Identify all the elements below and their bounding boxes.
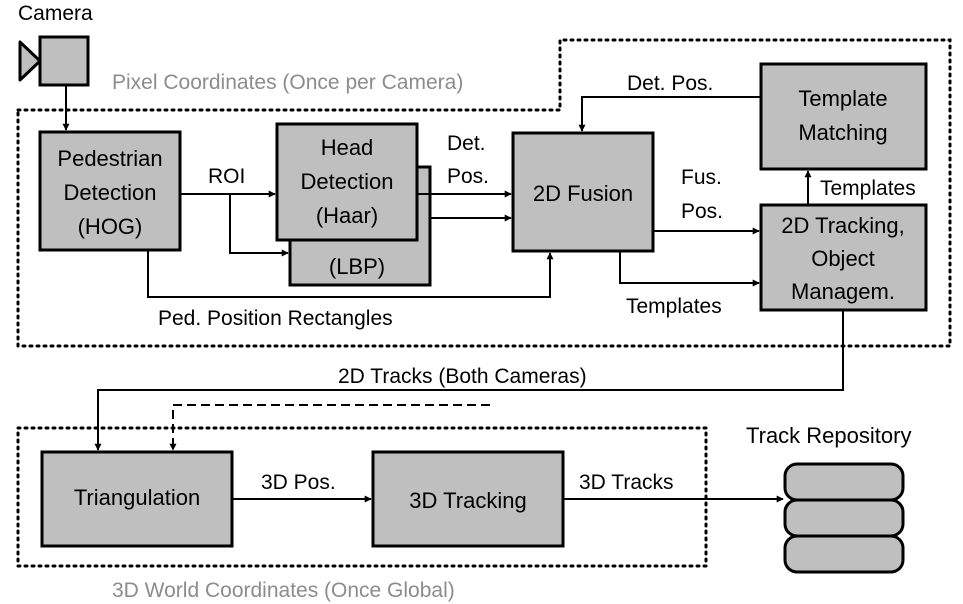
fus-pos-label-2: Pos. [681, 200, 723, 223]
templates-lower-label: Templates [626, 295, 722, 318]
database-icon [783, 462, 905, 574]
pos-3d-label: 3D Pos. [261, 471, 336, 494]
arrow-tracks2d-to-triangulation [94, 310, 844, 451]
head-label-2: Detection [301, 169, 394, 194]
roi-label: ROI [208, 165, 245, 188]
lbp-label: (LBP) [329, 254, 385, 279]
ped-position-label: Ped. Position Rectangles [158, 307, 393, 330]
template-matching-box [759, 62, 928, 171]
triangulation-label: Triangulation [74, 485, 200, 510]
tracking-2d-box [759, 203, 928, 312]
head-detection-box [275, 122, 419, 242]
camera-label: Camera [18, 2, 93, 25]
pedestrian-label-2: Detection [64, 180, 157, 205]
det-pos-label-1: Det. [447, 132, 486, 155]
tracking-3d-box [371, 450, 565, 548]
world-coordinates-region [16, 426, 708, 568]
tracks-3d-label: 3D Tracks [579, 471, 674, 494]
det-pos-top-label: Det. Pos. [627, 72, 713, 95]
tracking2d-label-3: Managem. [791, 279, 895, 304]
tracking2d-label-2: Object [811, 246, 875, 271]
camera-icon [18, 35, 90, 87]
arrow-pedestrian-to-fusion [147, 250, 554, 298]
pedestrian-label-3: (HOG) [78, 214, 143, 239]
pedestrian-detection-box [38, 130, 182, 252]
fusion-label: 2D Fusion [533, 181, 633, 206]
tracking2d-label-1: 2D Tracking, [781, 213, 905, 238]
triangulation-box [40, 450, 234, 548]
template-label-1: Template [798, 86, 887, 111]
head-label-3: (Haar) [316, 203, 378, 228]
templates-upper-label: Templates [820, 177, 916, 200]
pedestrian-label-1: Pedestrian [57, 146, 162, 171]
det-pos-label-2: Pos. [447, 165, 489, 188]
arrow-fusion-templates-to-tracking [619, 251, 760, 287]
arrow-template-to-fusion [578, 96, 761, 132]
repository-label: Track Repository [746, 423, 911, 448]
tracks-2d-label: 2D Tracks (Both Cameras) [338, 365, 587, 388]
arrow-roi-to-lbp [229, 194, 289, 257]
template-label-2: Matching [798, 120, 887, 145]
pixel-region-label: Pixel Coordinates (Once per Camera) [112, 71, 463, 94]
tracking3d-label: 3D Tracking [409, 488, 526, 513]
head-label-1: Head [321, 135, 374, 160]
world-region-label: 3D World Coordinates (Once Global) [112, 579, 455, 602]
fus-pos-label-1: Fus. [681, 166, 722, 189]
arrow-other-camera-tracks [169, 404, 490, 451]
fusion-box [511, 131, 655, 253]
pixel-coordinates-region [16, 38, 952, 348]
